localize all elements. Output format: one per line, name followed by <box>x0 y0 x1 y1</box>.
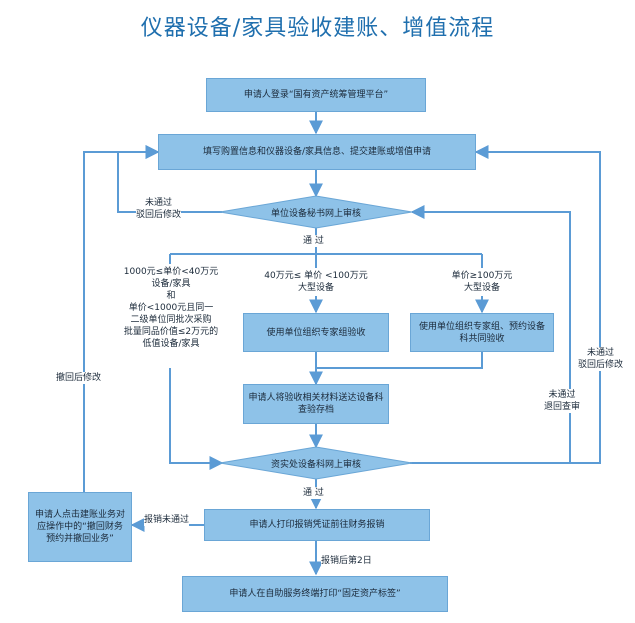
secretary-review-label: 单位设备秘书网上审核 <box>270 209 361 219</box>
label-fail-return-review: 未通过 退回查审 <box>544 389 581 413</box>
diamond-dept-review <box>219 446 413 480</box>
label-fail-return-right: 未通过 驳回后修改 <box>578 347 624 371</box>
step-submit-documents-text: 申请人将验收相关材料送达设备科查验存档 <box>248 393 384 415</box>
step-unit-acceptance-text: 使用单位组织专家组验收 <box>266 327 366 338</box>
step-print-voucher: 申请人打印报销凭证前往财务报销 <box>204 509 430 541</box>
label-fail-return-left: 未通过 驳回后修改 <box>136 197 182 221</box>
step-print-voucher-text: 申请人打印报销凭证前往财务报销 <box>249 520 385 530</box>
step-fill-application: 填写购置信息和仪器设备/家具信息、提交建账或增值申请 <box>158 134 476 170</box>
step-submit-documents: 申请人将验收相关材料送达设备科查验存档 <box>243 384 389 424</box>
step-joint-acceptance: 使用单位组织专家组、预约设备科共同验收 <box>410 313 554 352</box>
condition-mid-value: 40万元≤ 单价 <100万元 大型设备 <box>252 268 380 296</box>
step-fill-text: 填写购置信息和仪器设备/家具信息、提交建账或增值申请 <box>202 147 432 157</box>
page-title: 仪器设备/家具验收建账、增值流程 <box>140 16 495 41</box>
step-joint-acceptance-text: 使用单位组织专家组、预约设备科共同验收 <box>418 321 545 344</box>
condition-high-value: 单价≥100万元 大型设备 <box>434 268 530 296</box>
label-next-day: 报销后第2日 <box>321 555 372 567</box>
step-unit-acceptance: 使用单位组织专家组验收 <box>243 313 389 352</box>
diamond-secretary-review <box>219 195 413 229</box>
label-pass-2: 通 过 <box>303 487 324 499</box>
label-pass-1: 通 过 <box>303 235 324 247</box>
step-withdraw: 申请人点击建账业务对应操作中的“撤回财务预约并撤回业务” <box>28 492 132 562</box>
step-login: 申请人登录“国有资产统筹管理平台” <box>206 78 426 112</box>
step-print-label: 申请人在自助服务终端打印“固定资产标签” <box>182 576 448 612</box>
step-login-text: 申请人登录“国有资产统筹管理平台” <box>243 90 389 100</box>
dept-review-label: 资实处设备科网上审核 <box>270 460 361 470</box>
label-withdraw-modify: 撤回后修改 <box>56 372 102 384</box>
label-reimburse-fail: 报销未通过 <box>144 514 190 526</box>
step-print-label-text: 申请人在自助服务终端打印“固定资产标签” <box>229 589 401 599</box>
step-withdraw-text: 申请人点击建账业务对应操作中的“撤回财务预约并撤回业务” <box>34 510 125 544</box>
condition-low-value: 1000元≤单价<40万元 设备/家具 和 单价<1000元且同一 二级单位同批… <box>112 264 230 368</box>
